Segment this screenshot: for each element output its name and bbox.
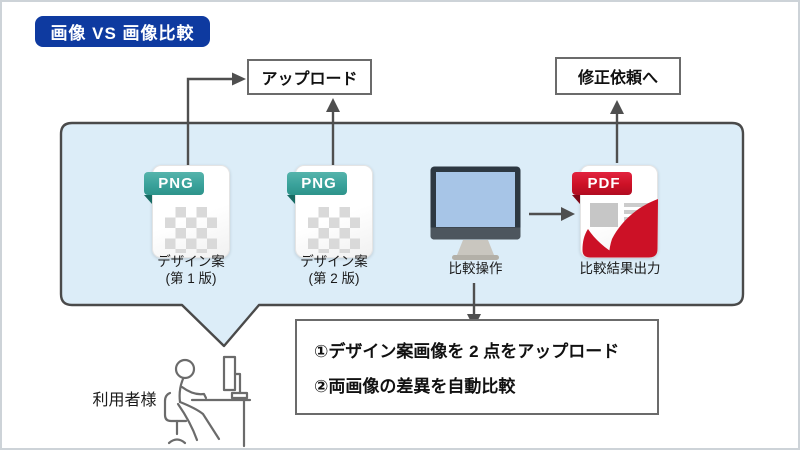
ribbon-fold: [287, 195, 295, 204]
steps-box: ①デザイン案画像を 2 点をアップロード ②両画像の差異を自動比較: [295, 319, 659, 415]
arrow-png2-to-upload: [326, 98, 340, 165]
upload-box-label: アップロード: [261, 71, 358, 88]
monitor-caption: 比較操作: [448, 261, 503, 276]
monitor-icon: [430, 166, 521, 260]
title-badge: 画像 VS 画像比較: [35, 16, 210, 47]
png2-caption: デザイン案 (第 2 版): [300, 254, 368, 286]
png-file-icon-v1: PNG: [144, 165, 230, 258]
png-ribbon: PNG: [287, 172, 347, 195]
step-2-text: ②両画像の差異を自動比較: [314, 377, 516, 396]
ribbon-fold: [144, 195, 152, 204]
revision-request-box: 修正依頼へ: [555, 57, 681, 95]
pdf-image-placeholder: [590, 203, 618, 227]
png-badge-text: PNG: [158, 175, 194, 192]
pdf-text-line: [624, 203, 652, 207]
step-1-text: ①デザイン案画像を 2 点をアップロード: [314, 342, 620, 361]
png-file-icon-v2: PNG: [287, 165, 373, 258]
ribbon-fold: [572, 195, 580, 204]
checkerboard-image-placeholder: [308, 207, 360, 253]
arrow-png1-to-upload: [186, 72, 246, 165]
arrow-monitor-to-pdf: [529, 207, 575, 221]
user-at-desk-icon: [163, 355, 252, 448]
pdf-red-swoosh: [582, 199, 658, 258]
pdf-badge-text: PDF: [587, 175, 621, 192]
arrow-pdf-to-revision: [610, 100, 624, 163]
pdf-file-icon: PDF: [572, 165, 658, 258]
pdf-caption: 比較結果出力: [579, 261, 661, 276]
revision-request-label: 修正依頼へ: [577, 70, 658, 87]
pdf-ribbon: PDF: [572, 172, 632, 195]
png-ribbon: PNG: [144, 172, 204, 195]
png1-caption: デザイン案 (第 1 版): [157, 254, 225, 286]
png-badge-text: PNG: [301, 175, 337, 192]
title-badge-label: 画像 VS 画像比較: [50, 24, 195, 43]
upload-box: アップロード: [247, 59, 372, 95]
user-label: 利用者様: [92, 392, 157, 409]
checkerboard-image-placeholder: [165, 207, 217, 253]
